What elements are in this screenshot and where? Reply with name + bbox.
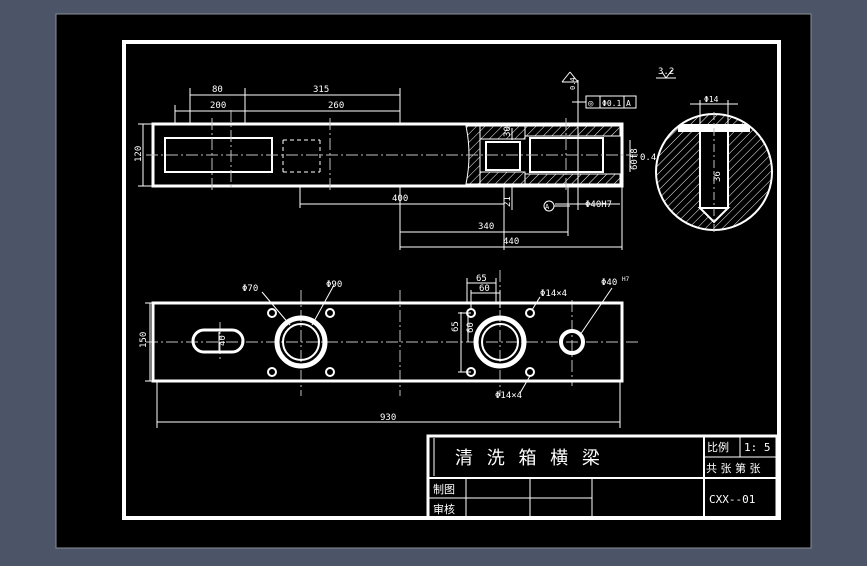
sheet-count: 共 张 第 张 <box>706 461 761 475</box>
detail-view: Φ14 36 <box>655 95 773 232</box>
dim-80: 80 <box>212 85 223 95</box>
dim-65-vertical: 65 <box>451 321 461 332</box>
tolerance-value: Φ0.1 <box>602 99 621 108</box>
dim-150: 150 <box>139 332 149 348</box>
dim-120: 120 <box>134 146 144 162</box>
dim-340: 340 <box>478 222 494 232</box>
dim-30: 30 <box>503 126 513 137</box>
front-dim-labels: 80 315 200 260 120 400 340 440 30 21 60f… <box>134 67 674 247</box>
centerlines <box>146 110 640 396</box>
scale-label: 比例 <box>707 440 729 454</box>
dim-phi14x4-bottom: Φ14×4 <box>495 391 522 401</box>
dim-phi14-detail: Φ14 <box>704 95 719 104</box>
dim-0-4-roughness: 0.4 <box>569 77 577 90</box>
dim-0-4: 0.4 <box>640 153 656 163</box>
dim-930: 930 <box>380 413 396 423</box>
dim-36-detail: 36 <box>713 171 723 182</box>
dim-400: 400 <box>392 194 408 204</box>
dim-200: 200 <box>210 101 226 111</box>
drawing-title: 清 洗 箱 横 梁 <box>455 448 604 469</box>
front-dimensions <box>138 69 676 250</box>
top-dim-labels: Φ70 Φ90 65 60 65 60 Φ14×4 Φ40 H7 150 40 … <box>139 274 630 423</box>
drawing-code: CXX--01 <box>709 493 755 506</box>
dim-phi40: Φ40 <box>601 278 617 288</box>
title-block <box>426 434 779 520</box>
drawn-by-label: 制图 <box>433 483 455 496</box>
tolerance-ref: A <box>626 99 631 108</box>
datum-a: A <box>545 203 550 211</box>
dim-60f8: 60f8 <box>630 148 640 170</box>
roughness-3-2: 3.2 <box>658 67 674 77</box>
dim-21: 21 <box>503 196 513 207</box>
dim-60-vertical: 60 <box>466 322 476 333</box>
dim-260: 260 <box>328 101 344 111</box>
dim-phi90: Φ90 <box>326 280 342 290</box>
dim-phi40h7: Φ40H7 <box>585 200 612 210</box>
dim-440: 440 <box>503 237 519 247</box>
dim-phi70: Φ70 <box>242 284 258 294</box>
dim-phi40-sup: H7 <box>622 276 630 283</box>
top-view <box>151 301 624 383</box>
title-block-text: 清 洗 箱 横 梁 比例 1: 5 共 张 第 张 制图 审核 CXX--01 <box>433 440 771 516</box>
dim-315: 315 <box>313 85 329 95</box>
top-dimensions <box>145 278 621 428</box>
tolerance-symbol: ◎ <box>588 99 594 109</box>
scale-value: 1: 5 <box>744 441 771 454</box>
checked-by-label: 审核 <box>433 502 455 516</box>
dim-phi14x4: Φ14×4 <box>540 289 567 299</box>
dim-65: 65 <box>476 274 487 284</box>
dim-40-slot: 40 <box>218 335 228 346</box>
dim-60: 60 <box>479 284 490 294</box>
